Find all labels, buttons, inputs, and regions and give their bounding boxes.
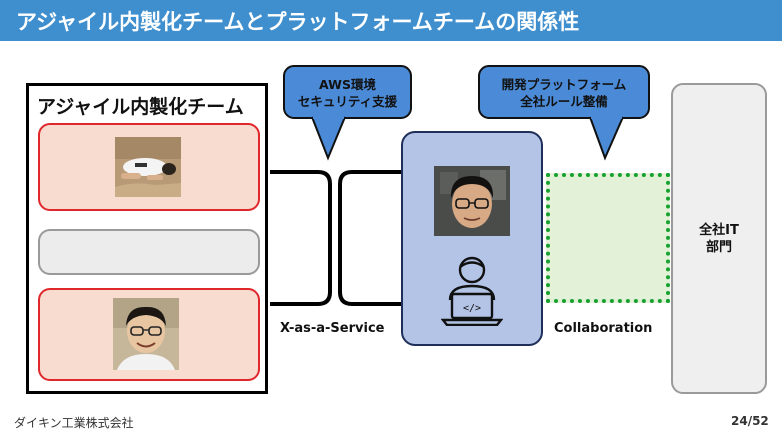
xaas-bracket-left <box>270 170 332 306</box>
slide-title: アジャイル内製化チームとプラットフォームチームの関係性 <box>16 10 580 34</box>
svg-text:</>: </> <box>463 303 481 314</box>
xaas-bracket-right <box>338 170 401 306</box>
bubble-right <box>478 65 650 119</box>
bubble-right-text: 開発プラットフォーム 全社ルール整備 <box>501 77 627 109</box>
member-photo-2 <box>113 298 179 370</box>
page-number: 24/52 <box>731 414 769 428</box>
bubble-left-tail <box>311 116 346 161</box>
corporate-it-label: 全社IT 部門 <box>699 223 739 255</box>
collaboration-label: Collaboration <box>554 321 653 336</box>
bubble-right-tail <box>589 116 624 161</box>
bubble-left-text: AWS環境 セキュリティ支援 <box>297 77 398 109</box>
platform-member-photo <box>434 166 510 236</box>
xaas-label: X-as-a-Service <box>280 321 385 336</box>
bubble-left <box>283 65 412 119</box>
corporate-it-box <box>671 83 767 394</box>
title-bar: アジャイル内製化チームとプラットフォームチームの関係性 <box>0 0 782 41</box>
agile-team-title: アジャイル内製化チーム <box>37 96 244 118</box>
footer-company: ダイキン工業株式会社 <box>14 416 134 430</box>
collaboration-box <box>546 173 670 303</box>
member-photo-1 <box>115 137 181 197</box>
developer-laptop-icon: </> <box>441 256 503 326</box>
team-member-card-2 <box>38 229 260 275</box>
